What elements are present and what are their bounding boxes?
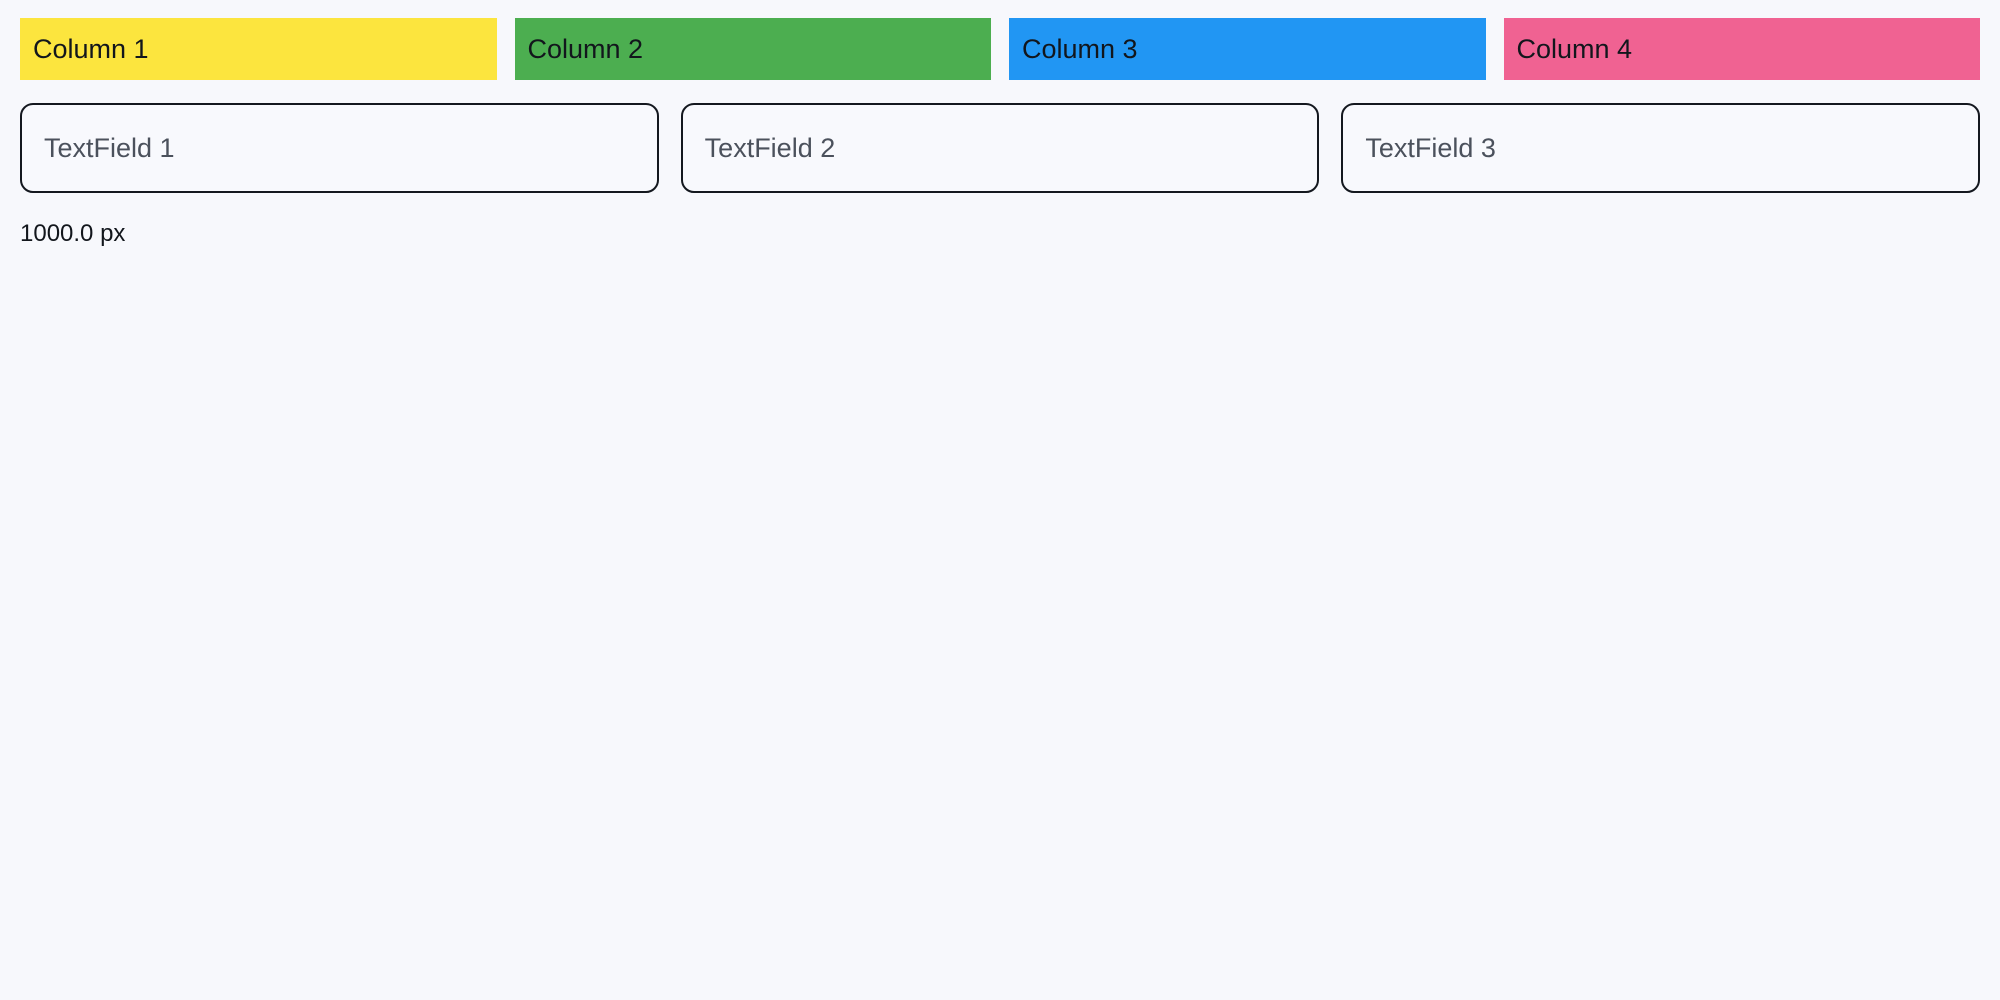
column-bar-1[interactable]: Column 1 <box>20 18 497 80</box>
text-field-2-placeholder: TextField 2 <box>704 132 836 163</box>
text-field-2[interactable]: TextField 2 <box>680 103 1320 193</box>
columns-row: Column 1 Column 2 Column 3 Column 4 <box>20 18 1980 80</box>
text-field-1-placeholder: TextField 1 <box>44 132 175 163</box>
text-field-3-placeholder: TextField 3 <box>1365 132 1496 163</box>
column-bar-4-label: Column 4 <box>1516 33 1633 64</box>
column-bar-4[interactable]: Column 4 <box>1503 18 1980 80</box>
column-bar-3-label: Column 3 <box>1022 33 1138 64</box>
text-field-3[interactable]: TextField 3 <box>1341 103 1981 193</box>
text-field-1[interactable]: TextField 1 <box>20 103 659 193</box>
column-bar-1-label: Column 1 <box>33 33 149 64</box>
column-bar-2-label: Column 2 <box>527 33 644 64</box>
column-bar-2[interactable]: Column 2 <box>514 18 991 80</box>
fields-row: TextField 1 TextField 2 TextField 3 <box>20 103 1981 193</box>
column-bar-3[interactable]: Column 3 <box>1009 18 1486 80</box>
size-readout-label: 1000.0 px <box>20 220 126 247</box>
